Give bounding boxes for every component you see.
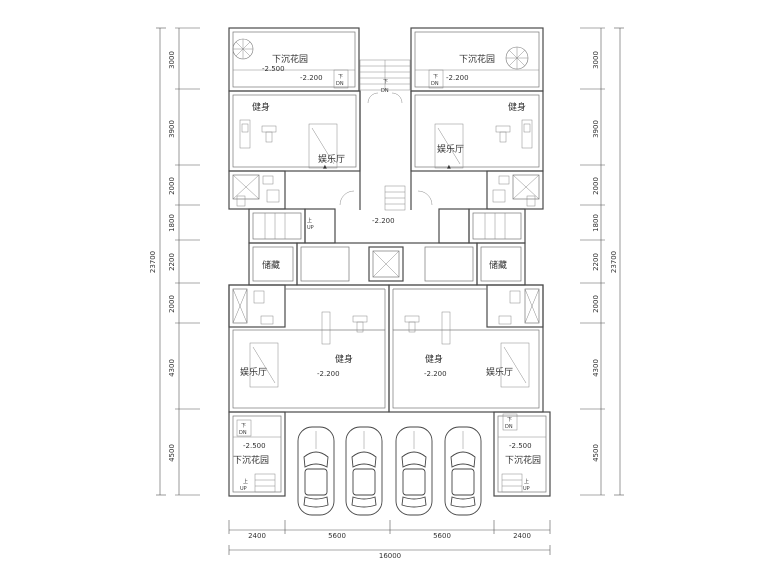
garden-level-tl: -2.500	[262, 65, 285, 73]
dim-v-6: 2000	[168, 295, 176, 313]
garden-level-br: -2.500	[509, 442, 532, 450]
garden-level-bl: -2.500	[243, 442, 266, 450]
stair-mid-left: 上 UP	[248, 208, 336, 244]
ent-label-tr: 娱乐厅	[437, 143, 464, 155]
storage-label-left: 储藏	[262, 259, 280, 271]
garden-label-bl: 下沉花园	[233, 454, 269, 466]
dim-h-3: 5600	[433, 532, 451, 540]
car-icon	[297, 426, 335, 516]
stair-up-ml: UP	[307, 225, 314, 231]
car-icon	[395, 426, 433, 516]
level-bl: -2.200	[317, 370, 340, 378]
tree-icon-detail	[506, 47, 528, 69]
storage-right: 储藏	[476, 242, 526, 286]
dim-v-r-3: 2000	[592, 177, 600, 195]
bottom-dimension-chain: 2400 5600 5600 2400 16000	[228, 520, 551, 560]
stair-dn-center: DN	[381, 88, 389, 94]
storage-label-right: 储藏	[489, 259, 507, 271]
garden-bottom-left: 下 DN -2.500 下沉花园 上 UP	[228, 411, 286, 497]
garden-label-tr: 下沉花园	[459, 53, 495, 65]
stair-down-tr: 下	[433, 74, 438, 80]
garden-bottom-right: 下 DN -2.500 下沉花园 上 UP	[493, 411, 551, 497]
garden-top-right: 下沉花园 -2.200 下 DN	[410, 27, 544, 92]
elevator-core	[296, 242, 478, 286]
dim-v-r-8: 4500	[592, 444, 600, 462]
level-br: -2.200	[424, 370, 447, 378]
dim-v-1: 3000	[168, 51, 176, 69]
level-tr: -2.200	[446, 74, 469, 82]
fitness-label-bl: 健身	[335, 353, 353, 365]
fitness-room-top-right: 健身 娱乐厅 ▲	[410, 90, 544, 172]
dim-v-4: 1800	[168, 214, 176, 232]
stair-up-cn-br: 上	[524, 478, 529, 485]
triangle-mark-tl: ▲	[323, 164, 327, 170]
tree-icon-detail	[233, 39, 253, 59]
bathroom-bottom-left	[228, 284, 286, 328]
ent-label-tl: 娱乐厅	[318, 153, 345, 165]
triangle-mark-tr: ▲	[447, 164, 451, 170]
dim-v-5: 2200	[168, 253, 176, 271]
dim-v-r-4: 1800	[592, 214, 600, 232]
stair-down-center: 下	[383, 79, 388, 85]
bathroom-bottom-right	[486, 284, 544, 328]
garden-label-br: 下沉花园	[505, 454, 541, 466]
stair-dn-tr: DN	[431, 81, 439, 87]
dim-v-r-5: 2200	[592, 253, 600, 271]
stair-down-tl: 下	[338, 74, 343, 80]
level-tl: -2.200	[300, 74, 323, 82]
stair-up-cn-ml: 上	[307, 217, 312, 224]
fitness-room-bottom-right: 健身 -2.200 娱乐厅	[388, 284, 544, 413]
central-corridor: -2.200	[339, 91, 433, 225]
dim-h-1: 2400	[248, 532, 266, 540]
ent-label-bl: 娱乐厅	[240, 366, 267, 378]
stair-dn-tl: DN	[336, 81, 344, 87]
dim-v-r-2: 3900	[592, 120, 600, 138]
central-stair-top: 下 DN	[359, 59, 411, 104]
right-dimension-chain: 3000 3900 2000 1800 2200 2000 4300 4500 …	[580, 27, 624, 496]
car-icon	[345, 426, 383, 516]
parking-cars	[297, 426, 482, 516]
bathroom-top-right	[486, 170, 544, 210]
fitness-room-bottom-left: 健身 -2.200 娱乐厅	[228, 284, 390, 413]
fitness-label-br: 健身	[425, 353, 443, 365]
car-icon	[444, 426, 482, 516]
garden-top-left: 下沉花园 -2.500 -2.200 下 DN	[228, 27, 360, 92]
stair-up-cn-bl: 上	[243, 478, 248, 485]
ent-label-br: 娱乐厅	[486, 366, 513, 378]
stair-down-br: 下	[507, 417, 512, 423]
dim-v-r-6: 2000	[592, 295, 600, 313]
stair-down-bl: 下	[241, 423, 246, 429]
dim-v-r-7: 4300	[592, 359, 600, 377]
stair-mid-right	[438, 208, 526, 244]
dim-v-8: 4500	[168, 444, 176, 462]
stair-dn-bl: DN	[239, 430, 247, 436]
stair-dn-br: DN	[505, 424, 513, 430]
dim-v-3: 2000	[168, 177, 176, 195]
fitness-room-top-left: 健身 娱乐厅 ▲	[228, 90, 361, 172]
left-dimension-chain: 3000 3900 2000 1800 2200 2000 4300 4500 …	[149, 27, 200, 496]
fitness-label-tr: 健身	[508, 101, 526, 113]
stair-up-bl: UP	[240, 486, 247, 492]
level-center: -2.200	[372, 217, 395, 225]
dim-v-2: 3900	[168, 120, 176, 138]
fitness-label-tl: 健身	[252, 101, 270, 113]
garden-label-tl: 下沉花园	[272, 53, 308, 65]
dim-h-2: 5600	[328, 532, 346, 540]
storage-left: 储藏	[248, 242, 298, 286]
bathroom-top-left	[228, 170, 286, 210]
dim-h-4: 2400	[513, 532, 531, 540]
dim-h-total: 16000	[379, 552, 401, 560]
dim-v-r-total: 23700	[610, 251, 618, 273]
dim-v-total: 23700	[149, 251, 157, 273]
dim-v-7: 4300	[168, 359, 176, 377]
dim-v-r-1: 3000	[592, 51, 600, 69]
stair-up-br: UP	[523, 486, 530, 492]
